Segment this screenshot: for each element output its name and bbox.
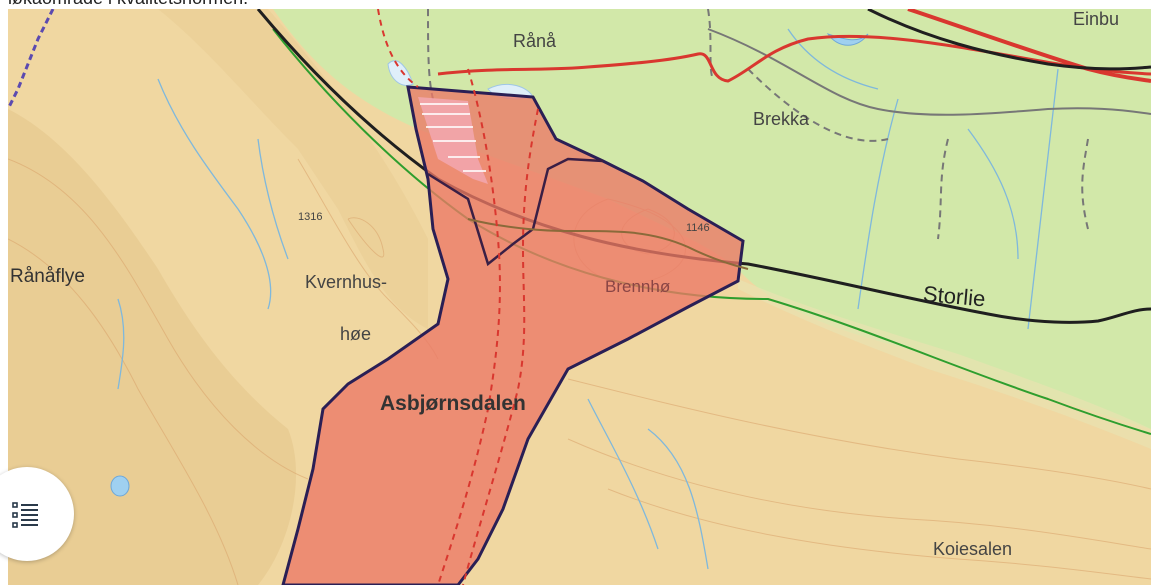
boundary-line — [272, 28, 1151, 435]
place-brekka: Brekka — [753, 109, 810, 129]
streams — [117, 28, 1059, 570]
forest-edge — [738, 279, 1151, 449]
highway — [907, 9, 1151, 83]
power-line — [467, 218, 749, 270]
place-einbu: Einbu — [1073, 9, 1120, 29]
place-rana: Rånå — [513, 31, 557, 51]
footpaths — [427, 9, 1089, 240]
lake-north — [826, 33, 869, 46]
hazard-zone[interactable] — [281, 85, 745, 585]
place-asbjornsdalen: Asbjørnsdalen — [380, 392, 526, 415]
figure-caption: løkaområde i kvalitetsnormen. — [8, 0, 1148, 9]
lake-south-west — [110, 475, 130, 497]
railway-line — [256, 9, 1151, 324]
relief-shade-left — [8, 109, 297, 585]
map-view[interactable]: Einbu Rånå Brekka 1316 1146 Rånåflye Kve… — [0, 9, 1151, 585]
hazard-zone-inner — [427, 157, 604, 267]
lake-rana-1 — [387, 60, 414, 86]
place-kvernhus: Kvernhus- — [305, 272, 388, 292]
list-icon — [12, 502, 38, 528]
legend-list-button[interactable] — [0, 467, 74, 561]
peak-1316: 1316 — [298, 211, 323, 223]
place-ranaflye: Rånåflye — [10, 266, 85, 287]
place-koiesalen: Koiesalen — [933, 539, 1013, 559]
place-brennho: Brennhø — [605, 277, 671, 296]
main-road — [437, 34, 1151, 83]
relief-shade-mid — [158, 9, 428, 329]
local-road — [707, 28, 1151, 116]
trails — [377, 9, 539, 585]
hatched-area — [418, 97, 488, 184]
map-canvas[interactable] — [8, 9, 1151, 585]
peak-1146: 1146 — [686, 222, 710, 234]
place-storlie: Storlie — [922, 281, 987, 312]
place-hoe: høe — [340, 324, 372, 344]
railway-north — [867, 9, 1151, 71]
county-border — [8, 9, 55, 110]
